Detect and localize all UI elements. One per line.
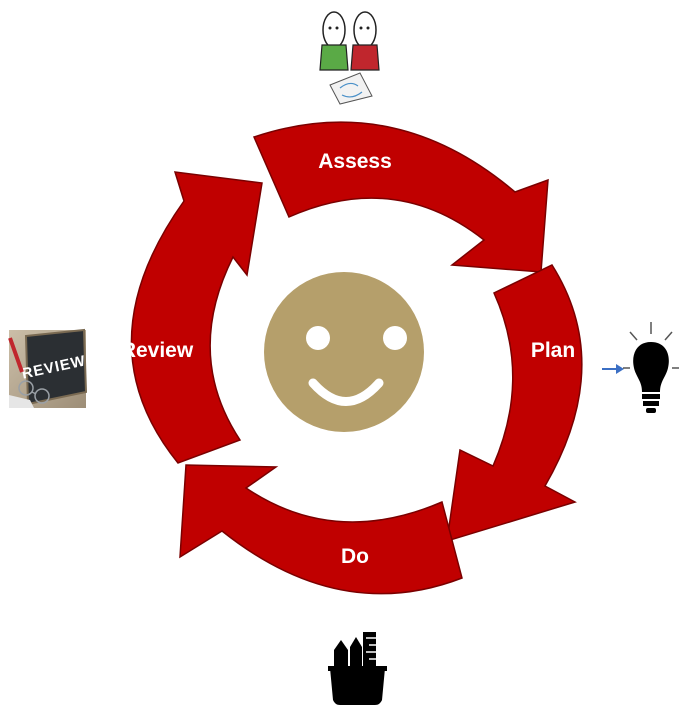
step-label-do: Do xyxy=(341,545,369,568)
review-arrow xyxy=(130,171,263,464)
do-arrow xyxy=(179,464,463,595)
step-label-assess: Assess xyxy=(318,150,392,173)
people-discussing-icon xyxy=(319,11,380,105)
step-label-review: Review xyxy=(121,339,194,362)
smiley-face-icon xyxy=(264,272,424,432)
pencil-cup-icon xyxy=(328,632,387,705)
plan-arrow xyxy=(446,264,583,543)
step-label-plan: Plan xyxy=(531,339,575,362)
assess-arrow xyxy=(252,121,549,273)
review-chalkboard-image: REVIEW xyxy=(8,328,88,408)
cycle-arrows xyxy=(130,121,583,595)
lightbulb-icon xyxy=(602,322,679,413)
